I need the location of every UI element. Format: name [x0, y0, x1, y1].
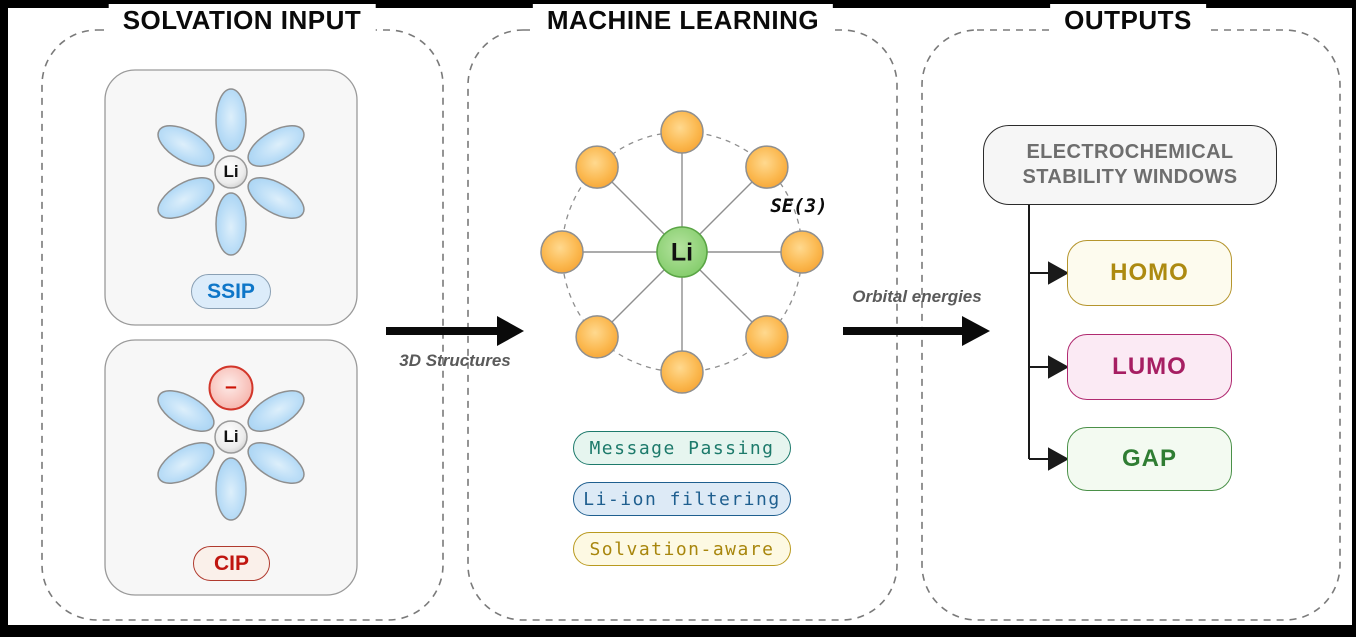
solvent-petal	[215, 88, 247, 152]
solvent-petal	[247, 177, 305, 219]
neighbor-node	[745, 315, 789, 359]
ssip-flower	[157, 88, 305, 256]
neighbor-node	[745, 145, 789, 189]
neighbor-node	[575, 315, 619, 359]
neighbor-node	[780, 230, 824, 274]
lumo-output-box: LUMO	[1067, 334, 1232, 400]
ssip-li-atom	[214, 155, 248, 189]
solvent-petal	[157, 442, 215, 484]
arrow-input-to-ml	[386, 316, 524, 346]
solvent-petal	[215, 192, 247, 256]
neighbor-node	[540, 230, 584, 274]
gnn-graph	[540, 110, 824, 394]
arrowhead	[497, 316, 524, 346]
solvent-petal	[157, 125, 215, 167]
outputs-connector-tree	[1028, 205, 1070, 471]
arrowhead	[1048, 355, 1070, 379]
arrow-label-3d-structures: 3D Structures	[399, 351, 511, 370]
cip-anion-circle	[208, 365, 254, 411]
esw-line2: STABILITY WINDOWS	[1022, 166, 1238, 188]
badge-solvation-aware: Solvation-aware	[573, 532, 791, 566]
cip-li-atom	[214, 420, 248, 454]
cip-flower	[157, 365, 305, 521]
arrow-label-orbital-energies: Orbital energies	[852, 287, 982, 306]
graph-neighbor-nodes	[540, 110, 824, 394]
graph-li-label: Li	[670, 238, 694, 267]
cip-anion-charge-label: –	[225, 375, 237, 398]
electrochemical-stability-windows-box: ELECTROCHEMICAL STABILITY WINDOWS	[983, 125, 1277, 205]
solvent-petal	[157, 390, 215, 432]
arrowhead	[1048, 447, 1070, 471]
arrowhead	[1048, 261, 1070, 285]
panel-title-solvation-input: SOLVATION INPUT	[108, 4, 376, 36]
solvent-petal	[247, 390, 305, 432]
solvent-petal	[247, 125, 305, 167]
neighbor-node	[660, 350, 704, 394]
solvent-petal	[247, 442, 305, 484]
arrowhead	[962, 316, 990, 346]
badge-message-passing: Message Passing	[573, 431, 791, 465]
se3-equivariance-label: SE(3)	[770, 195, 828, 217]
neighbor-node	[660, 110, 704, 154]
panel-title-outputs: OUTPUTS	[1050, 4, 1206, 36]
graph-li-node	[656, 226, 708, 278]
neighbor-node	[575, 145, 619, 189]
solvent-petal	[215, 457, 247, 521]
arrow-ml-to-outputs	[843, 316, 990, 346]
gap-output-box: GAP	[1067, 427, 1232, 491]
cip-badge: CIP	[193, 546, 270, 581]
cip-li-label: Li	[223, 427, 239, 446]
badge-li-ion-filtering: Li-ion filtering	[573, 482, 791, 516]
ssip-li-label: Li	[223, 162, 239, 181]
ssip-badge: SSIP	[191, 274, 271, 309]
solvent-petal	[157, 177, 215, 219]
esw-line1: ELECTROCHEMICAL	[1026, 141, 1234, 163]
homo-output-box: HOMO	[1067, 240, 1232, 306]
panel-title-machine-learning: MACHINE LEARNING	[532, 4, 834, 36]
